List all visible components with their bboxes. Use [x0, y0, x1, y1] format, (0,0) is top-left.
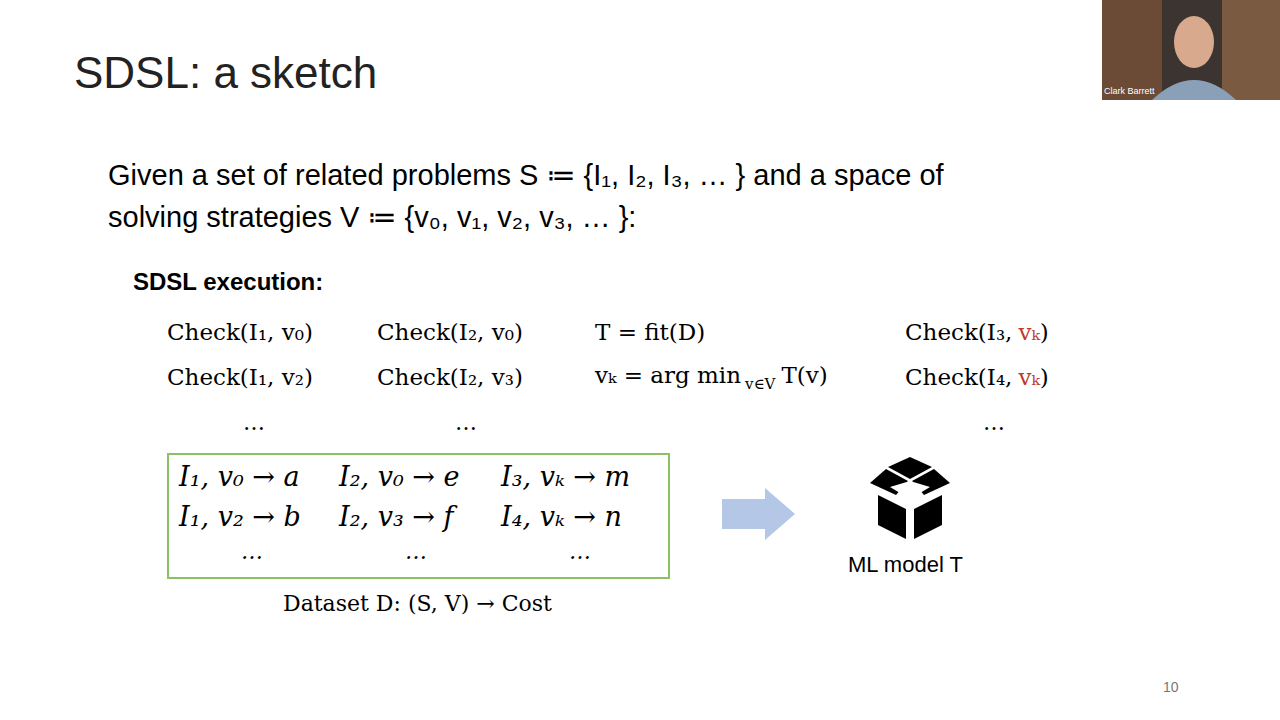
box-opening [890, 481, 930, 499]
bookshelf [1102, 0, 1162, 100]
shirt [1152, 80, 1236, 100]
slide-label: … [243, 410, 265, 435]
formula-part: ) [1040, 364, 1049, 390]
dataset-caption: Dataset D: (S, V) → Cost [283, 591, 552, 616]
slide-label: SDSL execution: [133, 268, 323, 296]
node-label: ML model T [848, 552, 963, 578]
table-cell: I₃, vₖ → m [501, 461, 630, 492]
formula-part: Check(I₄, [905, 364, 1012, 390]
open-box-icon [866, 455, 956, 545]
slide-label: 10 [1163, 679, 1179, 695]
slide-label: Check(I₂, v₃) [377, 364, 523, 390]
box-side [878, 495, 906, 539]
formula-part: vₖ [1018, 319, 1039, 345]
slide-label: Check(I₂, v₀) [377, 319, 523, 345]
formula-row: vₖ = arg minv∈VT(v) [595, 362, 828, 388]
webcam-figure [1102, 0, 1280, 100]
face [1174, 16, 1214, 68]
table-cell: I₄, vₖ → n [501, 501, 622, 532]
formula-part: vₖ [1018, 364, 1039, 390]
dataset-box: I₁, v₀ → a I₁, v₂ → b … I₂, v₀ → e I₂, v₃ → … [167, 453, 670, 579]
bookshelf [1222, 0, 1280, 100]
formula-row: Check(I₃,vₖ) [905, 319, 1049, 345]
formula-part: Check(I₃, [905, 319, 1012, 345]
intro-text: Given a set of related problems S ≔ {I₁,… [108, 154, 1038, 238]
slide-title: SDSL: a sketch [74, 48, 377, 98]
formula-part: v∈V [745, 375, 775, 393]
slide-label: Clark Barrett [1104, 86, 1155, 96]
box-side [914, 495, 942, 539]
table-cell: I₁, v₀ → a [179, 461, 300, 492]
slide-label: Check(I₁, v₀) [167, 319, 313, 345]
table-cell: I₁, v₂ → b [179, 501, 301, 532]
block-arrow [722, 488, 795, 540]
ml-model: ML model T [845, 455, 980, 585]
table-cell: I₂, v₀ → e [339, 461, 460, 492]
formula-part: T(v) [781, 362, 827, 388]
table-cell: I₂, v₃ → f [339, 501, 454, 532]
table-cell: … [241, 539, 263, 564]
slide-label: Check(I₁, v₂) [167, 364, 313, 390]
formula-part: ) [1040, 319, 1049, 345]
table-cell: … [405, 539, 427, 564]
slide-label: T = fit(D) [595, 319, 705, 345]
table-cell: … [569, 539, 591, 564]
slide-label: … [983, 410, 1005, 435]
formula-row: Check(I₄,vₖ) [905, 364, 1049, 390]
slide-label: … [455, 410, 477, 435]
formula-part: vₖ = arg min [595, 362, 741, 388]
